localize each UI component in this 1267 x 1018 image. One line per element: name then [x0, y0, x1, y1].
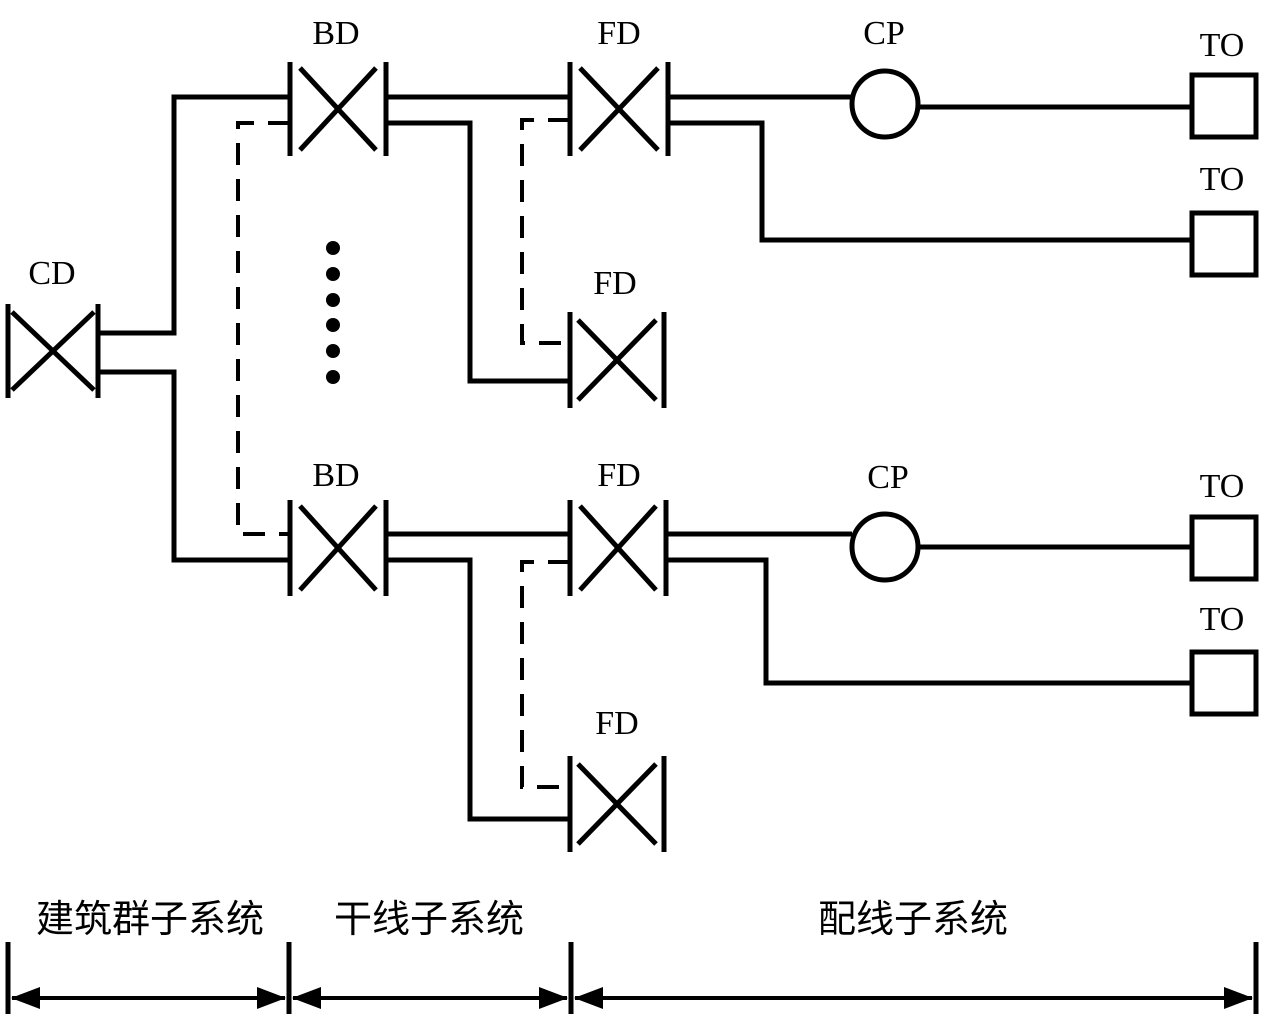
label-cp-bottom: CP — [867, 459, 909, 496]
arrow-left-icon — [574, 987, 603, 1009]
arrow-right-icon — [1224, 987, 1253, 1009]
to-1-symbol — [1189, 72, 1259, 140]
ellipsis-dots — [326, 241, 340, 384]
label-bd-bottom: BD — [312, 457, 359, 494]
fd-bottom-branch-symbol — [567, 756, 667, 852]
wire-cd-bd-bottom — [100, 369, 290, 563]
ellipsis-dot — [326, 293, 340, 307]
dash-fd-bottom-backup — [520, 560, 570, 789]
wire-cd-bd-top — [100, 94, 290, 336]
label-bd-top: BD — [312, 15, 359, 52]
cp-bottom-symbol — [849, 511, 921, 583]
segment-horizontal: 配线子系统 — [818, 897, 1008, 941]
bd-bottom-symbol — [287, 500, 389, 596]
ellipsis-dot — [326, 318, 340, 332]
to-3-symbol — [1189, 514, 1259, 582]
label-to-2: TO — [1200, 161, 1245, 198]
fd-top-branch-symbol — [567, 312, 667, 408]
fd-bottom-symbol — [567, 500, 669, 596]
segment-campus: 建筑群子系统 — [36, 897, 264, 941]
arrow-right-icon — [257, 987, 286, 1009]
label-fd-bottom-branch: FD — [595, 705, 638, 742]
segment-backbone: 干线子系统 — [334, 897, 524, 941]
subsystem-scale: 建筑群子系统 干线子系统 配线子系统 — [5, 897, 1259, 1014]
dash-fd-top-backup — [520, 118, 570, 345]
arrow-left-icon — [11, 987, 40, 1009]
wire-bd-top-fd-branch — [386, 120, 570, 384]
ellipsis-dot — [326, 267, 340, 281]
wire-fd-bottom-to-4 — [668, 557, 1192, 686]
label-fd-top: FD — [597, 15, 640, 52]
ellipsis-dot — [326, 344, 340, 358]
fd-top-symbol — [567, 62, 671, 156]
node-labels: CD BD FD FD CP TO TO BD FD CP TO TO FD — [28, 15, 1244, 742]
label-to-1: TO — [1200, 27, 1245, 64]
label-to-4: TO — [1200, 601, 1245, 638]
label-fd-top-branch: FD — [593, 265, 636, 302]
label-cp-top: CP — [863, 15, 905, 52]
bd-top-symbol — [287, 62, 389, 156]
wire-bd-bottom-fd-branch — [386, 557, 570, 822]
label-cd: CD — [28, 255, 75, 292]
solid-wiring — [100, 94, 1192, 822]
arrow-right-icon — [539, 987, 568, 1009]
label-to-3: TO — [1200, 468, 1245, 505]
wire-fd-top-to-2 — [668, 120, 1192, 243]
to-2-symbol — [1189, 210, 1259, 278]
dash-bd-backup — [236, 121, 290, 536]
to-4-symbol — [1189, 649, 1259, 717]
label-fd-bottom: FD — [597, 457, 640, 494]
ellipsis-dot — [326, 370, 340, 384]
arrow-left-icon — [292, 987, 321, 1009]
ellipsis-dot — [326, 241, 340, 255]
dashed-wiring — [236, 118, 570, 789]
cp-top-symbol — [849, 68, 921, 140]
cd-symbol — [5, 304, 101, 398]
